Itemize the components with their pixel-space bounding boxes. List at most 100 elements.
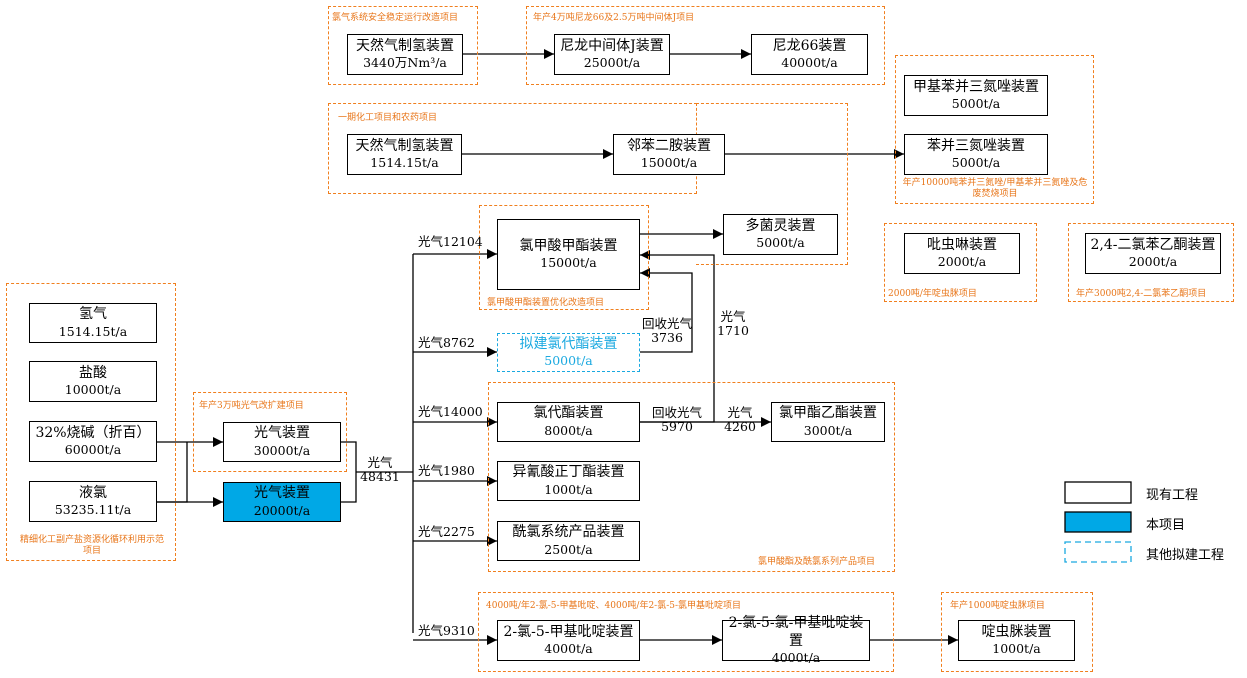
group-mcf-upgrade [479, 205, 649, 310]
unit-butyl-isocyanate-name: 异氰酸正丁酯装置 [512, 464, 625, 481]
legend-existing-label: 现有工程 [1146, 488, 1199, 503]
group-label-nylon: 年产4万吨尼龙66及2.5万吨中间体J项目 [533, 13, 695, 23]
unit-nitenpyram-name: 啶虫脒装置 [981, 623, 1052, 640]
product-liquid-chlorine: 液氯 53235.11t/a [29, 481, 157, 522]
line-phosgene-this-out [341, 472, 357, 503]
group-label-chloroformate: 氯甲酸酯及酰氯系列产品项目 [758, 557, 876, 567]
unit-chloro-chloromethylpyridine: 2-氯-5-氯-甲基吡啶装置 4000t/a [722, 615, 870, 665]
unit-chloromethyl-ethyl-ester-cap: 3000t/a [803, 422, 853, 438]
product-liquid-chlorine-name: 液氯 [79, 484, 107, 501]
group-label-phase-one: 一期化工项目和农药项目 [338, 113, 438, 123]
unit-methyl-bta-name: 甲基苯并三氮唑装置 [913, 78, 1039, 95]
unit-acyl-chloride-cap: 2500t/a [544, 541, 593, 557]
unit-chloro-methylpyridine-name: 2-氯-5-甲基吡啶装置 [503, 623, 634, 640]
group-nylon [526, 6, 885, 85]
unit-carbendazim-cap: 5000t/a [756, 235, 805, 251]
unit-chloro-methylpyridine: 2-氯-5-甲基吡啶装置 4000t/a [497, 620, 640, 661]
unit-dichloroacetophenone: 2,4-二氯苯乙酮装置 2000t/a [1085, 233, 1221, 274]
group-label-ccmp: 4000吨/年2-氯-5-甲基吡啶、4000吨/年2-氯-5-氯甲基吡啶项目 [486, 601, 742, 611]
unit-bta-cap: 5000t/a [951, 155, 1001, 171]
group-label-dcap: 年产3000吨2,4-二氯苯乙酮项目 [1076, 289, 1207, 299]
group-chloroformate [488, 382, 895, 572]
legend-this-swatch [1064, 511, 1132, 533]
group-label-salt-recycling: 精细化工副产盐资源化循环利用示范项目 [19, 535, 164, 556]
unit-phosgene-existing: 光气装置 30000t/a [223, 422, 341, 462]
flow-label-to-acyl: 光气2275 [418, 524, 475, 539]
legend-existing-swatch [1064, 481, 1132, 504]
unit-chloro-ester-name: 氯代酯装置 [533, 405, 604, 422]
unit-chloro-ester-cap: 8000t/a [544, 422, 593, 438]
unit-o-phenylenediamine-name: 邻苯二胺装置 [627, 137, 711, 154]
unit-bta-name: 苯并三氮唑装置 [927, 137, 1025, 154]
product-hcl-cap: 10000t/a [64, 382, 122, 398]
unit-imidacloprid: 吡虫啉装置 2000t/a [904, 233, 1020, 274]
group-label-imidacloprid: 2000吨/年啶虫脒项目 [888, 289, 977, 299]
legend-planned-swatch [1064, 541, 1132, 563]
group-label-phosgene-expansion: 年产3万吨光气改扩建项目 [199, 401, 304, 411]
group-phosgene-expansion [193, 392, 347, 472]
group-label-chlorine-safety: 氯气系统安全稳定运行改造项目 [332, 13, 459, 23]
unit-ng-hydrogen-a: 天然气制氢装置 3440万Nm³/a [347, 34, 463, 75]
unit-phosgene-this-name: 光气装置 [254, 485, 310, 502]
legend-this-label: 本项目 [1146, 518, 1186, 533]
group-bta [895, 55, 1094, 204]
group-label-bta: 年产10000吨苯并三氮唑/甲基苯并三氮唑及危废焚烧项目 [902, 178, 1088, 199]
unit-imidacloprid-name: 吡虫啉装置 [927, 236, 997, 253]
product-hydrogen-name: 氢气 [79, 306, 107, 323]
unit-chloro-chloromethylpyridine-cap: 4000t/a [771, 650, 821, 666]
unit-acyl-chloride-name: 酰氯系统产品装置 [512, 524, 625, 541]
unit-phosgene-this-cap: 20000t/a [253, 502, 311, 518]
flow-label-total-phosgene: 光气 48431 [358, 456, 402, 484]
unit-planned-chloro-ester-cap: 5000t/a [544, 353, 593, 369]
unit-ng-hydrogen-a-name: 天然气制氢装置 [356, 37, 454, 54]
group-label-nitenpyram: 年产1000吨啶虫脒项目 [950, 601, 1045, 611]
flow-label-to-isocyanate: 光气1980 [418, 463, 475, 478]
legend-swatches [1064, 481, 1132, 563]
unit-chloromethyl-ethyl-ester: 氯甲酯乙酯装置 3000t/a [771, 402, 885, 442]
arrow-planned-recovery [640, 268, 693, 353]
unit-butyl-isocyanate: 异氰酸正丁酯装置 1000t/a [497, 461, 640, 501]
unit-ng-hydrogen-b: 天然气制氢装置 1514.15t/a [347, 134, 462, 175]
product-hcl-name: 盐酸 [79, 364, 107, 381]
group-ccmp [478, 592, 894, 672]
group-chlorine-safety [328, 6, 478, 85]
unit-methyl-chloroformate-cap: 15000t/a [540, 255, 597, 271]
unit-ng-hydrogen-b-name: 天然气制氢装置 [355, 137, 454, 154]
flow-label-to-planned-ester: 光气8762 [418, 335, 475, 350]
unit-nylon66-name: 尼龙66装置 [772, 37, 847, 54]
flow-label-recovered-3736: 回收光气 3736 [642, 316, 693, 345]
flow-label-to-chloro-ester: 光气14000 [418, 404, 483, 419]
unit-methyl-chloroformate: 氯甲酸甲酯装置 15000t/a [497, 219, 640, 290]
unit-chloro-chloromethylpyridine-name: 2-氯-5-氯-甲基吡啶装置 [728, 615, 864, 649]
unit-dichloroacetophenone-cap: 2000t/a [1128, 254, 1178, 270]
flow-label-total-text: 光气 48431 [360, 455, 400, 484]
unit-chloro-methylpyridine-cap: 4000t/a [544, 641, 593, 657]
unit-phosgene-this-project: 光气装置 20000t/a [223, 482, 341, 522]
unit-nylon-intermediate: 尼龙中间体J装置 25000t/a [554, 34, 670, 75]
legend-planned-label: 其他拟建工程 [1146, 548, 1225, 563]
unit-o-phenylenediamine: 邻苯二胺装置 15000t/a [613, 134, 725, 175]
unit-nylon66-cap: 40000t/a [781, 55, 838, 71]
unit-planned-chloro-ester: 拟建氯代酯装置 5000t/a [497, 333, 640, 372]
unit-nylon-intermediate-name: 尼龙中间体J装置 [560, 37, 664, 54]
unit-acyl-chloride: 酰氯系统产品装置 2500t/a [497, 521, 640, 561]
unit-butyl-isocyanate-cap: 1000t/a [544, 481, 593, 497]
product-caustic-soda: 32%烧碱（折百） 60000t/a [29, 421, 157, 462]
group-phase-one-ext [696, 103, 848, 265]
unit-nitenpyram-cap: 1000t/a [992, 641, 1041, 657]
unit-chloro-ester: 氯代酯装置 8000t/a [497, 402, 640, 442]
unit-nylon66: 尼龙66装置 40000t/a [751, 34, 868, 75]
unit-o-phenylenediamine-cap: 15000t/a [640, 155, 698, 171]
group-label-mcf-upgrade: 氯甲酸甲酯装置优化改造项目 [487, 298, 605, 308]
group-nitenpyram [941, 592, 1093, 672]
unit-methyl-bta-cap: 5000t/a [951, 96, 1001, 112]
unit-phosgene-existing-cap: 30000t/a [253, 442, 311, 458]
group-imidacloprid [884, 223, 1037, 302]
unit-ng-hydrogen-a-cap: 3440万Nm³/a [363, 55, 447, 71]
product-caustic-soda-name: 32%烧碱（折百） [35, 424, 151, 441]
unit-nylon-intermediate-cap: 25000t/a [583, 55, 641, 71]
unit-planned-chloro-ester-name: 拟建氯代酯装置 [519, 335, 618, 352]
group-salt-recycling [6, 283, 176, 561]
unit-methyl-chloroformate-name: 氯甲酸甲酯装置 [519, 237, 618, 254]
